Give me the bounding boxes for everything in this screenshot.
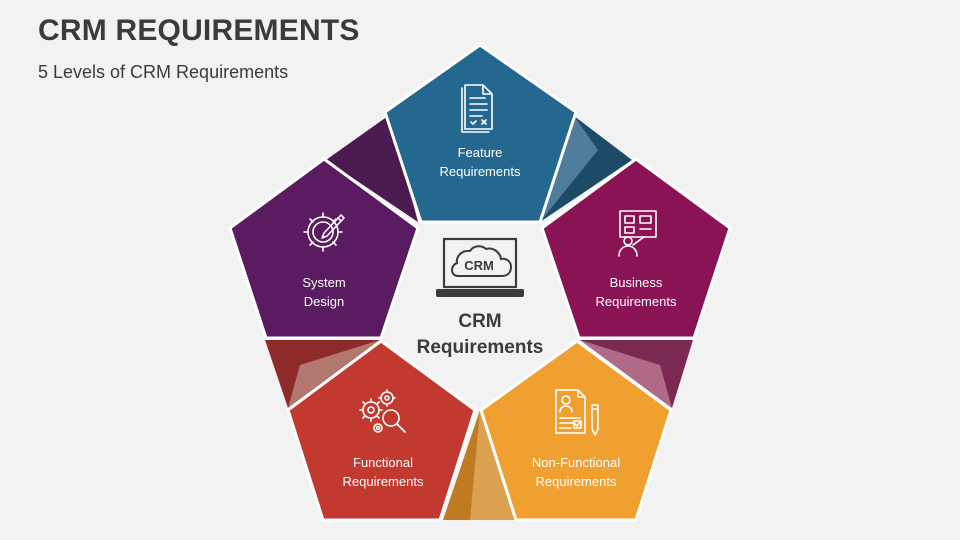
level-non-functional — [479, 339, 673, 522]
center-label-line1: CRM — [458, 311, 501, 332]
resume-pencil-icon — [555, 389, 599, 436]
fold-magenta-orange-light — [580, 340, 672, 408]
functional-label-line1: Functional — [353, 455, 413, 470]
level-system-design — [228, 157, 420, 340]
document-checklist-icon — [461, 84, 493, 133]
level-feature — [383, 43, 578, 224]
pentagon-system-design — [228, 157, 420, 340]
system-design-label-line2: Design — [304, 294, 344, 309]
business-label-line2: Requirements — [596, 294, 677, 309]
page-title: CRM REQUIREMENTS — [38, 14, 360, 47]
feature-label-line1: Feature — [458, 145, 503, 160]
page-subtitle: 5 Levels of CRM Requirements — [38, 62, 289, 82]
non-functional-label-line2: Requirements — [536, 474, 617, 489]
feature-label-line2: Requirements — [440, 164, 521, 179]
presentation-board-icon — [618, 210, 657, 257]
laptop-cloud-icon: CRM — [436, 237, 524, 297]
gears-magnifier-icon — [359, 389, 406, 433]
business-label-line1: Business — [610, 275, 663, 290]
center-icon-text: CRM — [464, 258, 494, 273]
system-design-label-line1: System — [302, 275, 345, 290]
gear-pencil-icon — [303, 212, 345, 252]
center-label-line2: Requirements — [417, 337, 544, 358]
pentagon-non-functional — [479, 339, 673, 522]
fold-red-orange-light — [470, 410, 516, 520]
fold-blue-magenta — [540, 116, 632, 222]
level-business — [540, 157, 732, 340]
pentagon-feature — [383, 43, 578, 224]
functional-label-line2: Requirements — [343, 474, 424, 489]
non-functional-label-line1: Non-Functional — [532, 455, 620, 470]
pentagon-business — [540, 157, 732, 340]
fold-blue-magenta-light — [540, 116, 598, 222]
